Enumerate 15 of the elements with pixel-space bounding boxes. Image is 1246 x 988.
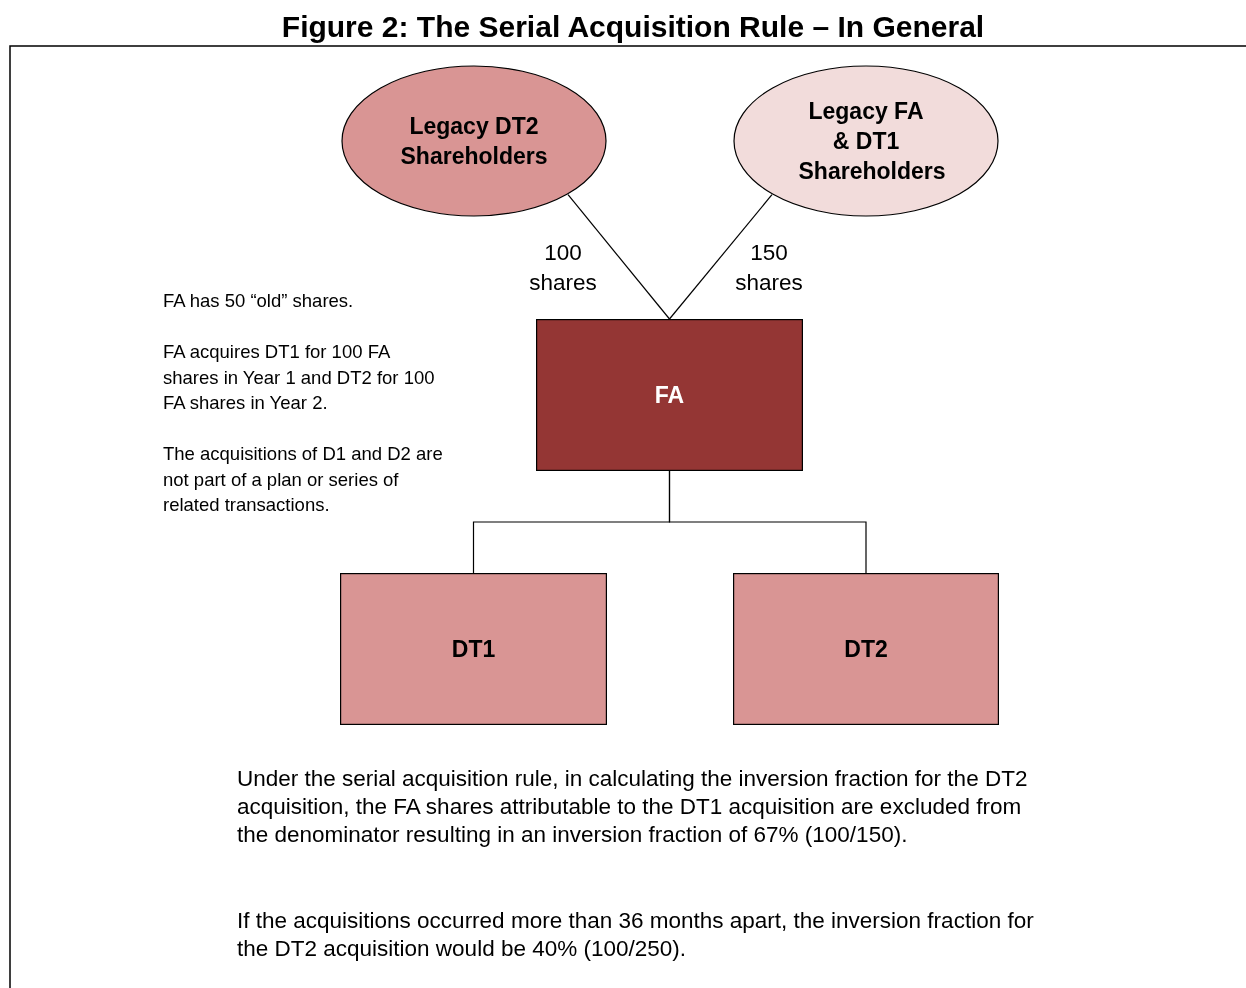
edge-label: 100 shares	[528, 239, 598, 297]
explanation-paragraph: Under the serial acquisition rule, in calculating the inversion fraction for the DT2 acquisition, the FA shares attributable to the DT1 acquisition are excluded from the denominator resulting in an inversion fraction of 67% (100/150).	[237, 765, 1029, 849]
shareholder-ellipse: Legacy FA & DT1 Shareholders	[733, 65, 999, 217]
edge-label: 150 shares	[734, 239, 804, 297]
shareholder-ellipse: Legacy DT2 Shareholders	[341, 65, 607, 217]
explanation-paragraph: If the acquisitions occurred more than 36 months apart, the inversion fraction for the DT2 acquisition would be 40% (100/250).	[237, 907, 1035, 963]
connector-line	[668, 470, 867, 574]
entity-box: DT2	[733, 573, 999, 725]
note-text: FA has 50 “old” shares.	[163, 289, 355, 313]
entity-box: FA	[536, 319, 803, 471]
note-text: FA acquires DT1 for 100 FA shares in Year 1 and DT2 for 100 FA shares in Year 2.	[163, 340, 435, 415]
connector-line	[668, 194, 773, 320]
connector-line	[567, 194, 671, 320]
note-text: The acquisitions of D1 and D2 are not part of a plan or series of related transactions.	[163, 442, 444, 517]
entity-box: DT1	[340, 573, 607, 725]
